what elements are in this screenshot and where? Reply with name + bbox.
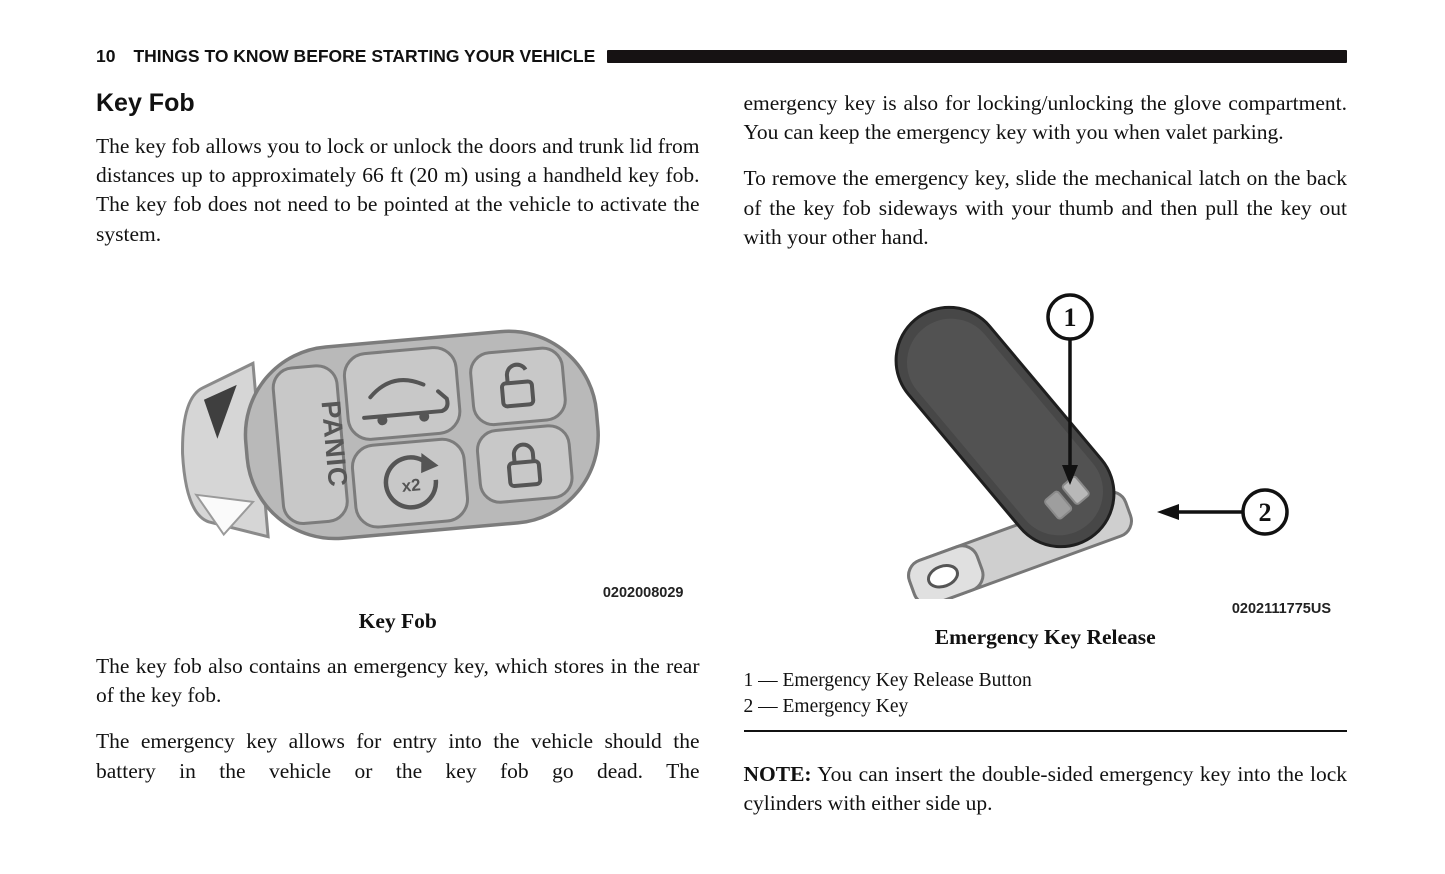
note-paragraph: NOTE: You can insert the double-sided em… [744, 760, 1348, 818]
section-divider [743, 729, 1347, 732]
figure-caption: Key Fob [358, 608, 437, 633]
key-head-hole [927, 564, 960, 589]
remote-start-button: x2 [350, 437, 469, 529]
note-text: You can insert the double-sided emergenc… [743, 761, 1348, 815]
key-ring-slot [203, 384, 237, 439]
lock-icon [506, 442, 542, 488]
right-column: emergency key is also for locking/unlock… [743, 89, 1348, 818]
unlock-icon [499, 362, 535, 409]
unlock-button [468, 346, 567, 426]
page-number: 10 [96, 46, 116, 66]
chapter-title: THINGS TO KNOW BEFORE STARTING YOUR VEHI… [133, 46, 596, 66]
legend-item-1: 1 — Emergency Key Release Button [743, 670, 1032, 692]
remote-start-icon: x2 [383, 452, 439, 510]
figure-image-id: 0202008029 [602, 584, 684, 601]
note-label: NOTE: [743, 761, 812, 786]
emergency-key-figure: 1 2 0202111775US Emergency Key Release [744, 269, 1348, 650]
paragraph: The emergency key allows for entry into … [96, 729, 700, 783]
paragraph: The key fob allows you to lock or unlock… [96, 134, 700, 246]
callout-1-number: 1 [1064, 303, 1077, 332]
key-ring-end [180, 360, 270, 539]
figure-legend: 1 — Emergency Key Release Button 2 — Eme… [744, 668, 1348, 719]
paragraph: To remove the emergency key, slide the m… [743, 166, 1348, 249]
trunk-release-button [342, 346, 462, 441]
release-latch [1044, 476, 1091, 520]
paragraph: The key fob also contains an emergency k… [96, 653, 700, 708]
callout-1-arrow [1062, 465, 1079, 486]
key-fob-back [894, 306, 1116, 549]
left-column: Key Fob The key fob allows you to lock o… [96, 89, 700, 818]
paragraph: emergency key is also for locking/unlock… [743, 91, 1348, 145]
remote-start-x2-label: x2 [401, 475, 422, 496]
callout-2-arrow [1157, 504, 1180, 521]
legend-item-2: 2 — Emergency Key [743, 695, 909, 717]
callout-2-number: 2 [1259, 498, 1272, 527]
two-column-layout: Key Fob The key fob allows you to lock o… [96, 89, 1347, 818]
key-fob-figure: PANIC [96, 283, 700, 634]
emergency-key-release-illustration: 1 2 [894, 293, 1289, 600]
callout-1: 1 [1046, 293, 1094, 486]
section-heading: Key Fob [96, 89, 195, 117]
trunk-open-icon [361, 378, 450, 426]
key-fob-illustration: PANIC [180, 329, 600, 541]
lock-button [475, 424, 574, 504]
figure-caption: Emergency Key Release [934, 625, 1156, 650]
header-rule-bar [607, 50, 1347, 63]
figure-image-id: 0202111775US [1231, 601, 1331, 618]
page-header: 10 THINGS TO KNOW BEFORE STARTING YOUR V… [96, 46, 1347, 67]
callout-2: 2 [1157, 488, 1289, 536]
